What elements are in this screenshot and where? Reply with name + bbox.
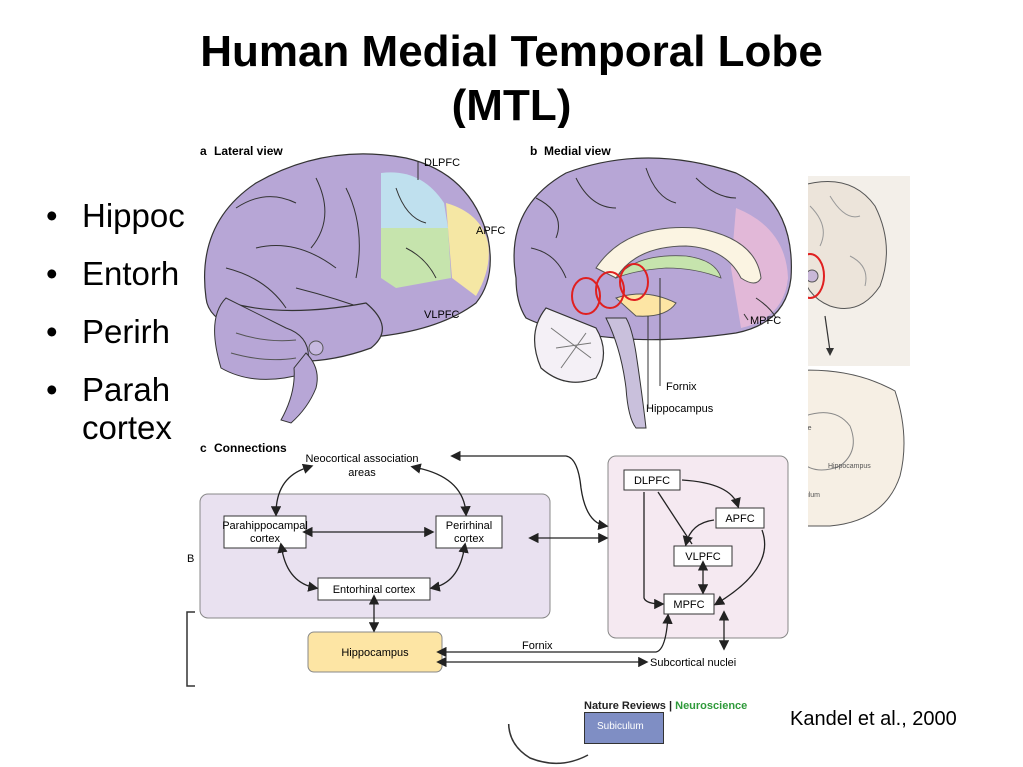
medial-brainstem (605, 317, 647, 429)
bullet-dot: • (46, 371, 58, 408)
medial-cerebellum (533, 307, 605, 383)
red-circle-1 (571, 277, 601, 315)
bullet-text: Perirh (82, 313, 171, 350)
vlpfc-region (381, 228, 451, 288)
dlpfc-node-label: DLPFC (634, 475, 670, 487)
bullet-item-continuation: cortex (46, 408, 185, 466)
journal-credit: Nature Reviews | Neuroscience (584, 700, 747, 712)
panel-b-letter: b (530, 144, 537, 158)
perirhinal-label-1: Perirhinal (446, 520, 492, 532)
small-label-b: B (187, 553, 195, 565)
medial-mpfc-label: MPFC (750, 315, 781, 327)
panel-c-letter: c (200, 441, 207, 455)
red-circle-3 (619, 263, 649, 301)
neocortical-label-1: Neocortical association (305, 453, 418, 465)
panel-b-title: Medial view (544, 144, 611, 158)
figure-panel: a Lateral view DLPFC APFC VLPFC b Medial… (196, 128, 808, 724)
panel-a-letter: a (200, 144, 207, 158)
bullet-list: • Hippoc • Entorh • Perirh • Parah cortex (46, 196, 185, 466)
lateral-apfc-label: APFC (476, 225, 505, 237)
hippocampus-section-image: entate yrus A3 A1 Hippocampus ubiculum (790, 176, 910, 527)
parahippocampal-label-1: Parahippocampal (222, 520, 308, 532)
bullet-text: cortex (82, 409, 172, 446)
fornix-connection-label: Fornix (522, 640, 553, 652)
bullet-text: Entorh (82, 255, 180, 292)
medial-fornix-label: Fornix (666, 381, 697, 393)
red-circle-2 (595, 271, 625, 309)
brainstem (280, 352, 318, 424)
corpus-callosum (595, 227, 762, 284)
dlpfc-region (381, 172, 448, 228)
slide-title-line2: (MTL) (451, 81, 572, 130)
subiculum-box-label: Subiculum (597, 721, 644, 732)
bullet-item: • Parah (46, 370, 185, 408)
mpfc-node-label: MPFC (673, 599, 704, 611)
subcortical-label: Subcortical nuclei (650, 657, 736, 669)
hippocampus-label-right: Hippocampus (828, 463, 871, 470)
panel-a-title: Lateral view (214, 144, 283, 158)
panel-c-title: Connections (214, 441, 287, 455)
subiculum-box: Subiculum (584, 712, 664, 744)
vlpfc-node-label: VLPFC (685, 551, 721, 563)
lateral-vlpfc-label: VLPFC (424, 309, 460, 321)
hippocampus-enlarged (790, 369, 905, 527)
bullet-dot: • (46, 197, 58, 234)
bullet-dot: • (46, 313, 58, 350)
neocortical-label-2: areas (348, 467, 376, 479)
journal-name: Neuroscience (675, 700, 748, 712)
lateral-dlpfc-label: DLPFC (424, 157, 460, 169)
coronal-slice (799, 181, 887, 309)
bullet-text: Hippoc (82, 197, 185, 234)
mtl-figure: a Lateral view DLPFC APFC VLPFC b Medial… (199, 144, 792, 673)
bullet-dot: • (46, 255, 58, 292)
connection-arrows (270, 450, 766, 668)
parahippocampal-label-2: cortex (250, 533, 280, 545)
apfc-region (446, 203, 489, 296)
hippocampus-node-label: Hippocampus (341, 647, 409, 659)
fornix-region (614, 255, 722, 279)
partial-bracket (186, 611, 195, 687)
lateral-brain (204, 153, 491, 424)
entorhinal-label: Entorhinal cortex (333, 584, 416, 596)
mpfc-region (731, 208, 788, 328)
bullet-text: Parah (82, 371, 171, 408)
perirhinal-label-2: cortex (454, 533, 484, 545)
medial-hippocampus-label: Hippocampus (646, 403, 714, 415)
bullet-item: • Entorh (46, 254, 185, 312)
citation: Kandel et al., 2000 (790, 708, 957, 730)
bullet-item: • Perirh (46, 312, 185, 370)
bullet-item: • Hippoc (46, 196, 185, 254)
dlpfc-node (623, 469, 681, 491)
slide-title-line1: Human Medial Temporal Lobe (200, 27, 823, 76)
medial-brain (513, 157, 792, 429)
journal-prefix: Nature Reviews | (584, 700, 673, 712)
apfc-node-label: APFC (725, 513, 754, 525)
